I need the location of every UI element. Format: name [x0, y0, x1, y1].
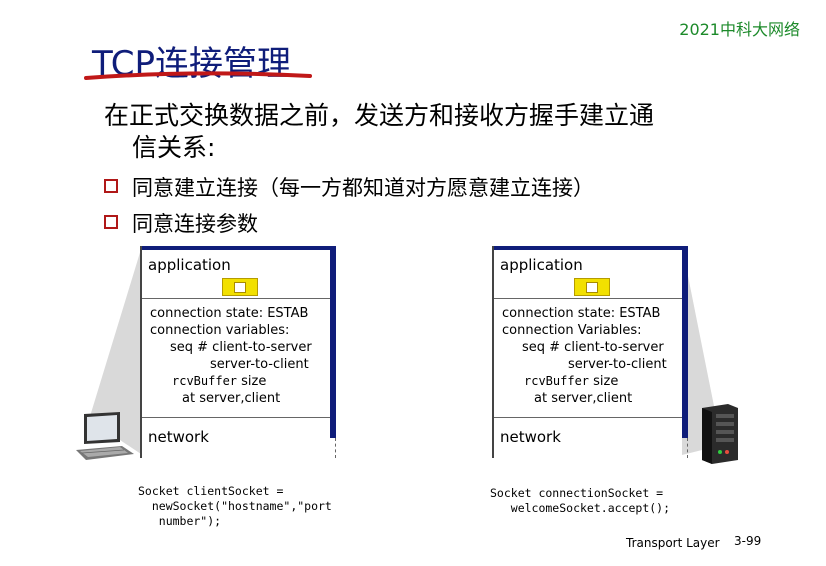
connection-state-box: connection state: ESTAB connection Varia… [494, 298, 682, 418]
state-line: connection state: ESTAB [150, 306, 309, 321]
intro-line-2: 信关系: [132, 133, 216, 162]
network-label: network [148, 428, 209, 446]
footer-section: Transport Layer [626, 536, 720, 550]
state-line: connection state: ESTAB [502, 306, 661, 321]
rcvbuffer-label: rcvBuffer [524, 374, 590, 388]
state-line: at server,client [182, 391, 281, 406]
state-line: server-to-client [210, 357, 309, 372]
bullet-2: 同意连接参数 [104, 210, 258, 238]
state-line: connection Variables: [502, 323, 642, 338]
title-underline [84, 71, 312, 80]
bullet-1: 同意建立连接（每一方都知道对方愿意建立连接） [104, 174, 594, 202]
server-perspective-shade [678, 246, 718, 456]
client-socket-code: Socket clientSocket = newSocket("hostnam… [138, 484, 332, 528]
application-label: application [500, 256, 583, 274]
bullet-text: 同意连接参数 [132, 212, 258, 236]
state-line: seq # client-to-server [522, 340, 664, 355]
socket-icon [222, 278, 258, 296]
intro-line-1: 在正式交换数据之前，发送方和接收方握手建立通 [104, 101, 655, 130]
application-label: application [148, 256, 231, 274]
server-protocol-stack: application connection state: ESTAB conn… [492, 246, 688, 458]
stack-top-bar [142, 246, 330, 250]
state-line: at server,client [534, 391, 633, 406]
server-socket-code: Socket connectionSocket = welcomeSocket.… [490, 486, 671, 515]
socket-icon [574, 278, 610, 296]
bullet-marker [104, 179, 118, 193]
stack-top-bar [494, 246, 682, 250]
state-line: connection variables: [150, 323, 290, 338]
rcvbuffer-size: size [589, 374, 619, 389]
stack-side-bar [330, 246, 336, 438]
state-line: seq # client-to-server [170, 340, 312, 355]
rcvbuffer-label: rcvBuffer [172, 374, 238, 388]
server-icon [702, 404, 738, 464]
bullet-marker [104, 215, 118, 229]
network-label: network [500, 428, 561, 446]
rcvbuffer-size: size [237, 374, 267, 389]
state-line: rcvBuffer size [502, 373, 682, 390]
laptop-icon [76, 412, 134, 460]
stack-side-bar [682, 246, 688, 438]
intro-text: 在正式交换数据之前，发送方和接收方握手建立通 信关系: [104, 100, 784, 164]
state-line: server-to-client [568, 357, 667, 372]
connection-state-box: connection state: ESTAB connection varia… [142, 298, 330, 418]
state-line: rcvBuffer size [150, 373, 330, 390]
client-protocol-stack: application connection state: ESTAB conn… [140, 246, 336, 458]
stack-dashed-edge [335, 438, 336, 458]
course-label: 2021中科大网络 [679, 20, 800, 39]
footer-page-number: 3-99 [734, 534, 762, 548]
client-perspective-shade [84, 246, 144, 456]
stack-dashed-edge [687, 438, 688, 458]
bullet-text: 同意建立连接（每一方都知道对方愿意建立连接） [132, 176, 594, 200]
